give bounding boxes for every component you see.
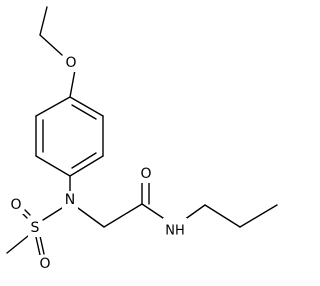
bond-ring-4 — [35, 155, 71, 177]
carbonyl-oxygen-label: O — [140, 166, 151, 182]
sulfonyl-oxygen-upper-bg — [8, 196, 24, 214]
sulfonyl-oxygen-lower-label: O — [39, 256, 50, 272]
ether-oxygen-label: O — [65, 55, 76, 71]
bond-nh-propyl — [183, 204, 206, 221]
bond-ch2-carbonyl — [103, 203, 143, 228]
bond-ring-inner-2 — [71, 152, 97, 169]
carbonyl-oxygen-bg — [138, 165, 154, 183]
bond-n-ch2 — [77, 207, 105, 228]
bond-ring-inner-1 — [71, 104, 97, 120]
bond-propyl-2 — [239, 204, 278, 228]
bond-carbonyl-nh — [141, 203, 167, 221]
bond-ring-6 — [35, 96, 71, 117]
bond-ethyl-ch3-ch2 — [39, 6, 48, 36]
sulfonamide-nitrogen-label: N — [65, 192, 75, 208]
sulfonyl-oxygen-upper-label: O — [10, 197, 21, 213]
bond-s-o-upper-b — [24, 209, 31, 216]
bond-ring-1 — [69, 96, 104, 117]
molecule-structure: O N S O O O NH — [6, 6, 278, 273]
sulfur-label: S — [31, 220, 40, 236]
amide-nh-label: NH — [165, 224, 185, 239]
bond-propyl-1 — [204, 204, 241, 228]
amide-nh-bg — [163, 218, 187, 248]
bond-o-ring — [69, 69, 76, 98]
bond-n-s — [42, 207, 63, 221]
bond-s-methyl — [6, 235, 29, 254]
bond-ethyl-ch2-o — [39, 34, 63, 56]
bond-ring-3 — [69, 155, 104, 177]
bond-s-o-lower-b — [39, 235, 45, 255]
bond-s-o-lower-a — [35, 236, 41, 256]
sulfonamide-nitrogen-bg — [62, 191, 78, 209]
sulfur-bg — [28, 219, 42, 237]
ether-oxygen-bg — [63, 54, 79, 72]
sulfonyl-oxygen-lower-bg — [37, 255, 53, 273]
